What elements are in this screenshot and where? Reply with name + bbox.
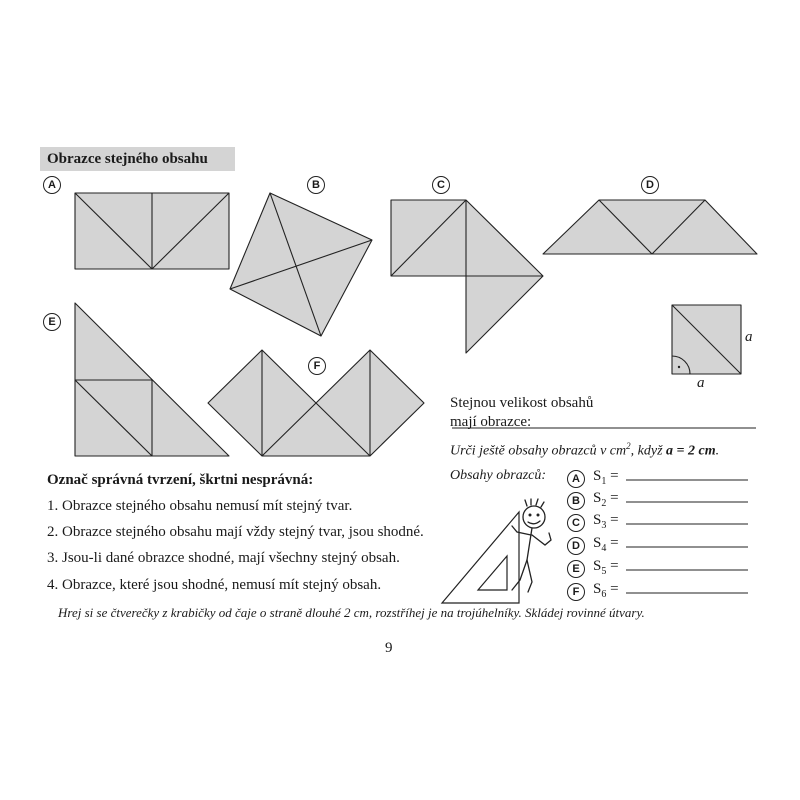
area-equals: = [606,490,619,506]
area-equals: = [606,558,619,574]
figure-e [74,302,230,457]
area-row-letter: A [567,470,585,488]
square-side-label-bottom: a [697,375,705,391]
answer-lines [452,427,756,594]
figure-b [229,192,373,337]
statement-item-2: 2. Obrazce stejného obsahu mají vždy ste… [47,524,424,540]
area-subscript: 5 [601,566,607,577]
area-row-letter: B [567,492,585,510]
statement-item-1: 1. Obrazce stejného obsahu nemusí mít st… [47,498,353,514]
area-row-letter: C [567,514,585,532]
instruction-unit-exponent: 2 [626,441,631,451]
footer-note: Hrej si se čtverečky z krabičky od čaje … [58,605,645,620]
area-symbol: S [593,558,602,574]
area-symbol: S [593,490,602,506]
section-heading: Obrazce stejného obsahu [40,147,235,171]
area-row-symbol: S6 = [593,581,619,600]
figure-label-c: C [432,176,450,194]
statements-title: Označ správná tvrzení, škrtni nesprávná: [47,472,314,488]
area-row-symbol: S4 = [593,535,619,554]
same-area-line-1: Stejnou velikost obsahů [450,395,594,411]
figure-label-d: D [641,176,659,194]
area-row-symbol: S1 = [593,468,619,487]
area-row-letter: E [567,560,585,578]
statement-item-3: 3. Jsou-li dané obrazce shodné, mají vše… [47,550,400,566]
instruction-value: a = 2 cm [666,443,716,459]
area-equals: = [606,468,619,484]
figure-label-e: E [43,313,61,331]
area-subscript: 4 [601,543,607,554]
area-subscript: 6 [601,589,607,600]
figure-a [74,192,230,270]
figure-f [207,349,425,457]
instruction-mid: , když [630,443,667,459]
figure-c [390,199,544,354]
statement-item-4: 4. Obrazce, které jsou shodné, nemusí mí… [47,577,382,593]
area-instruction: Urči ještě obsahy obrazců v cm2, když a … [450,441,719,460]
set-square-illustration [440,510,520,604]
area-row-letter: F [567,583,585,601]
area-row-symbol: S5 = [593,558,619,577]
area-symbol: S [593,512,602,528]
figure-label-b: B [307,176,325,194]
area-symbol: S [593,581,602,597]
square-side-label-right: a [745,329,753,345]
figure-label-f: F [308,357,326,375]
areas-label: Obsahy obrazců: [450,468,547,483]
area-row-letter: D [567,537,585,555]
page-number: 9 [385,640,393,656]
figure-label-a: A [43,176,61,194]
area-row-symbol: S2 = [593,490,619,509]
area-symbol: S [593,468,602,484]
area-equals: = [606,512,619,528]
area-subscript: 2 [601,498,607,509]
same-area-line-2: mají obrazce: [450,414,532,430]
area-equals: = [606,581,619,597]
area-symbol: S [593,535,602,551]
instruction-prefix: Urči ještě obsahy obrazců v cm [450,443,627,459]
stick-figure-illustration [511,498,552,593]
area-row-symbol: S3 = [593,512,619,531]
reference-square [671,304,742,375]
area-equals: = [606,535,619,551]
figure-d [542,199,758,255]
area-subscript: 3 [601,520,607,531]
area-subscript: 1 [601,476,607,487]
instruction-end: . [715,443,720,459]
